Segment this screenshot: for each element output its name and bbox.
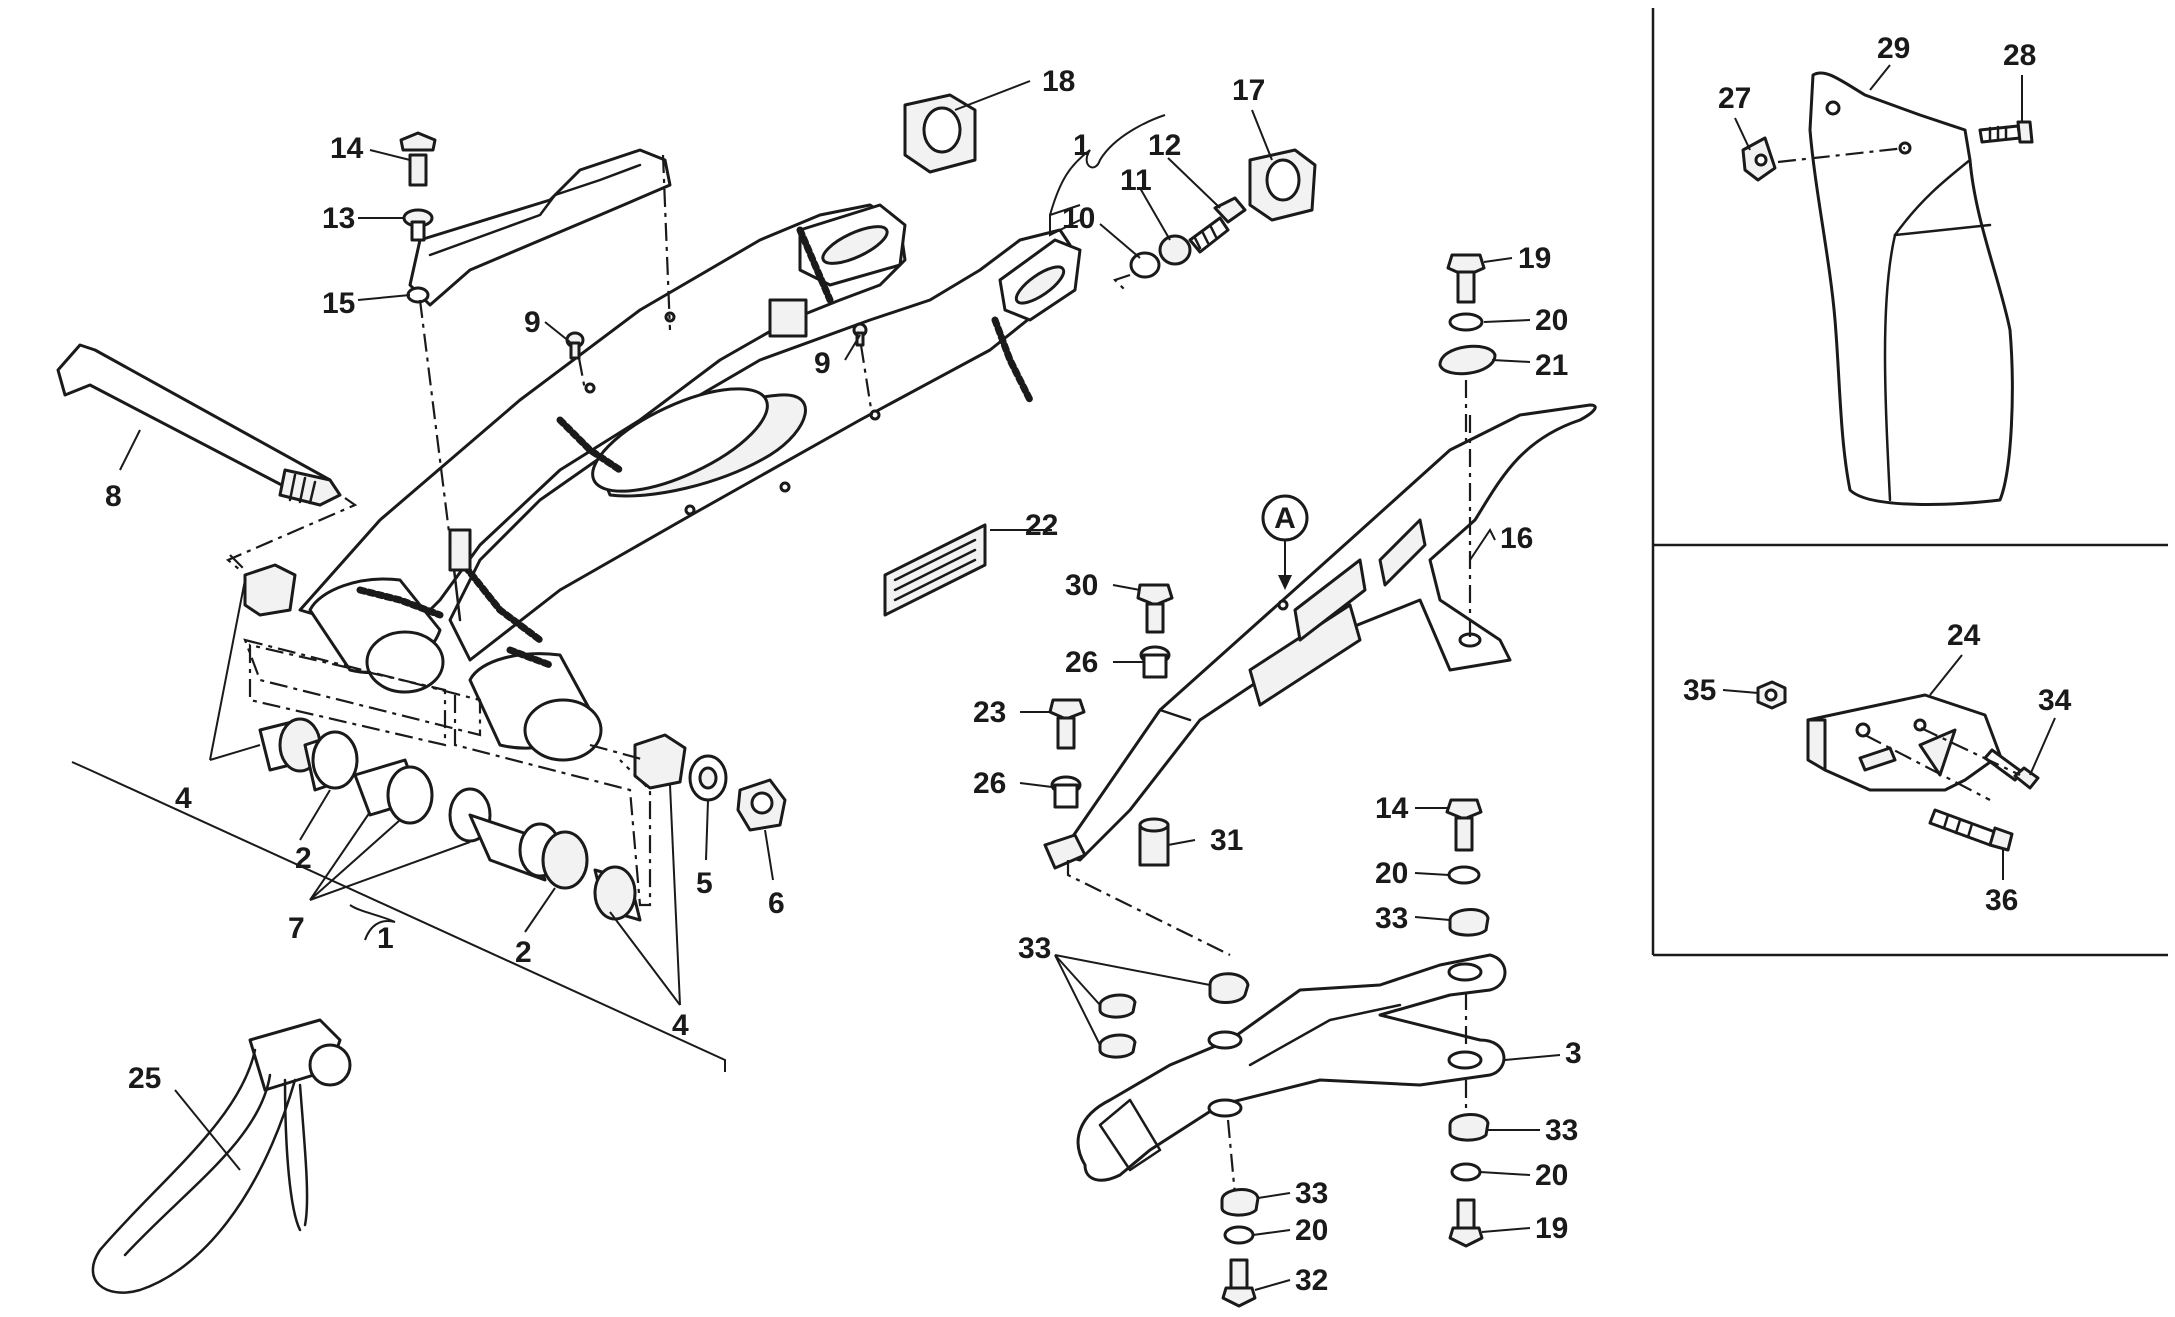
- callout-32: 32: [1295, 1264, 1328, 1297]
- callout-33-bottom: 33: [1295, 1177, 1328, 1210]
- callout-36: 36: [1985, 884, 2018, 917]
- callout-16: 16: [1500, 522, 1533, 555]
- callout-26-lower: 26: [973, 767, 1006, 800]
- callout-20-bottom: 20: [1295, 1214, 1328, 1247]
- callout-30: 30: [1065, 569, 1098, 602]
- detail-mark-a-label: A: [1274, 502, 1296, 535]
- callout-20-top: 20: [1535, 304, 1568, 337]
- callout-33-guide-bottom: 33: [1545, 1114, 1578, 1147]
- callout-5: 5: [696, 867, 713, 900]
- part-8-pivot-shaft: [56, 343, 358, 571]
- callout-33-left: 33: [1018, 932, 1051, 965]
- callout-28: 28: [2003, 39, 2036, 72]
- callout-33-guide-top: 33: [1375, 902, 1408, 935]
- callout-8: 8: [105, 480, 122, 513]
- callout-4-left: 4: [175, 782, 192, 815]
- part-15-chain-slider: [406, 148, 672, 307]
- part-22-decal: [883, 523, 987, 617]
- spacer-bolts-left-guard: [1048, 583, 1174, 867]
- callout-27: 27: [1718, 82, 1751, 115]
- callout-21: 21: [1535, 349, 1568, 382]
- callout-6: 6: [768, 887, 785, 920]
- callout-18: 18: [1042, 65, 1075, 98]
- callout-20-guide-top: 20: [1375, 857, 1408, 890]
- leader-lines: [119, 64, 2056, 1291]
- part-16-chain-guard: [1043, 403, 1597, 870]
- callout-34: 34: [2038, 684, 2072, 717]
- callout-23: 23: [973, 696, 1006, 729]
- callout-2-right: 2: [515, 936, 532, 969]
- callout-25: 25: [128, 1062, 161, 1095]
- part-3-chain-guide: [1076, 953, 1507, 1182]
- right-pivot-parts-4-5-6: [589, 733, 787, 832]
- callout-15: 15: [322, 287, 355, 320]
- callout-20-guide-bottom: 20: [1535, 1159, 1568, 1192]
- callout-1-top: 1: [1073, 129, 1090, 162]
- callout-24: 24: [1947, 619, 1981, 652]
- callout-26-upper: 26: [1065, 646, 1098, 679]
- callout-14-top: 14: [330, 132, 364, 165]
- callout-10: 10: [1062, 202, 1095, 235]
- part-14-bolt-13-washer-top: [399, 131, 437, 242]
- callout-labels: 18 17 1 12 11 10 14 13 15 9 9 8 19 20 21…: [105, 32, 2072, 1297]
- callout-19-top: 19: [1518, 242, 1551, 275]
- swingarm: [298, 203, 1082, 762]
- part-17-adjuster-block: [1248, 148, 1317, 222]
- callout-9-left: 9: [524, 306, 541, 339]
- guide-bolt-washer-bottom: [1448, 1162, 1484, 1248]
- callout-35: 35: [1683, 674, 1716, 707]
- callout-11: 11: [1120, 164, 1152, 197]
- callout-29: 29: [1877, 32, 1910, 65]
- callout-12: 12: [1148, 129, 1181, 162]
- callout-2-left: 2: [295, 842, 312, 875]
- adjuster-bolt-nut-washer: [1049, 196, 1247, 291]
- detail-mark-a: A: [1261, 494, 1309, 590]
- callout-3: 3: [1565, 1037, 1582, 1070]
- callout-22: 22: [1025, 509, 1058, 542]
- inset-chain-guide: [1756, 680, 2040, 852]
- callout-17: 17: [1232, 74, 1265, 107]
- guide-bolt-washer-lower-left: [1221, 1225, 1257, 1308]
- callout-14-lower: 14: [1375, 792, 1409, 825]
- part-33-grommets: [1098, 908, 1490, 1217]
- part-18-adjuster-block: [903, 93, 977, 174]
- part-25-stand: [91, 1018, 352, 1294]
- callout-7: 7: [288, 912, 305, 945]
- inset-mudflap: [1741, 71, 2034, 506]
- callout-1-bottom: 1: [377, 922, 394, 955]
- callout-9-right: 9: [814, 347, 831, 380]
- callout-4-right: 4: [672, 1009, 689, 1042]
- inset-frames: [1651, 8, 2168, 957]
- callout-31: 31: [1210, 824, 1243, 857]
- callout-19-bottom: 19: [1535, 1212, 1568, 1245]
- callout-13: 13: [322, 202, 355, 235]
- guide-bolt-washer-top: [1445, 798, 1483, 885]
- pivot-bearing-stack: [243, 563, 642, 922]
- guard-bolt-washers-top: [1438, 253, 1497, 376]
